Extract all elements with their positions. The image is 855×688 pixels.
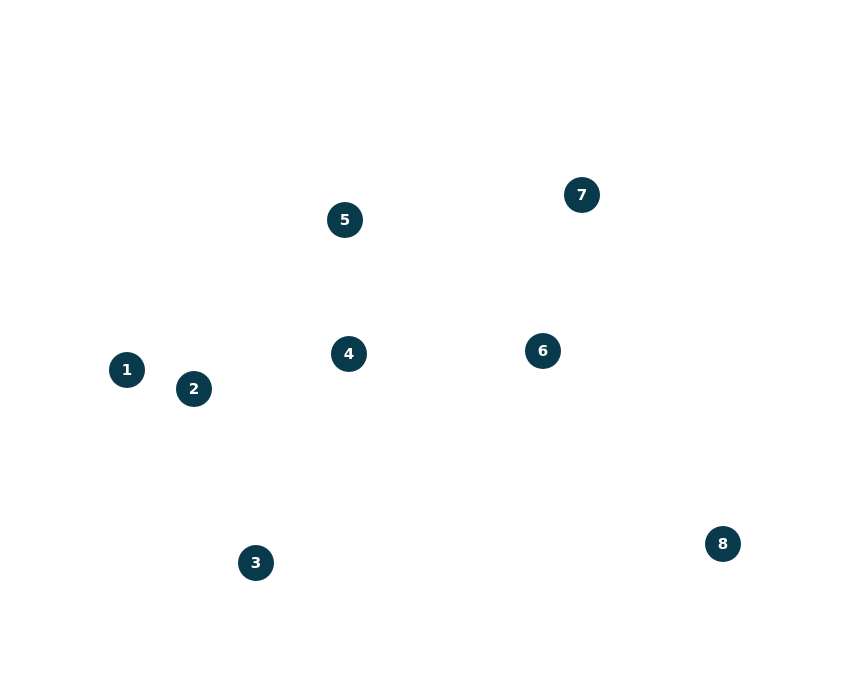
marker-7[interactable]: 7 bbox=[564, 177, 600, 213]
marker-6[interactable]: 6 bbox=[525, 333, 561, 369]
marker-2[interactable]: 2 bbox=[176, 371, 212, 407]
marker-3[interactable]: 3 bbox=[238, 545, 274, 581]
marker-8[interactable]: 8 bbox=[705, 526, 741, 562]
marker-4[interactable]: 4 bbox=[331, 336, 367, 372]
marker-1[interactable]: 1 bbox=[109, 352, 145, 388]
marker-5[interactable]: 5 bbox=[327, 202, 363, 238]
